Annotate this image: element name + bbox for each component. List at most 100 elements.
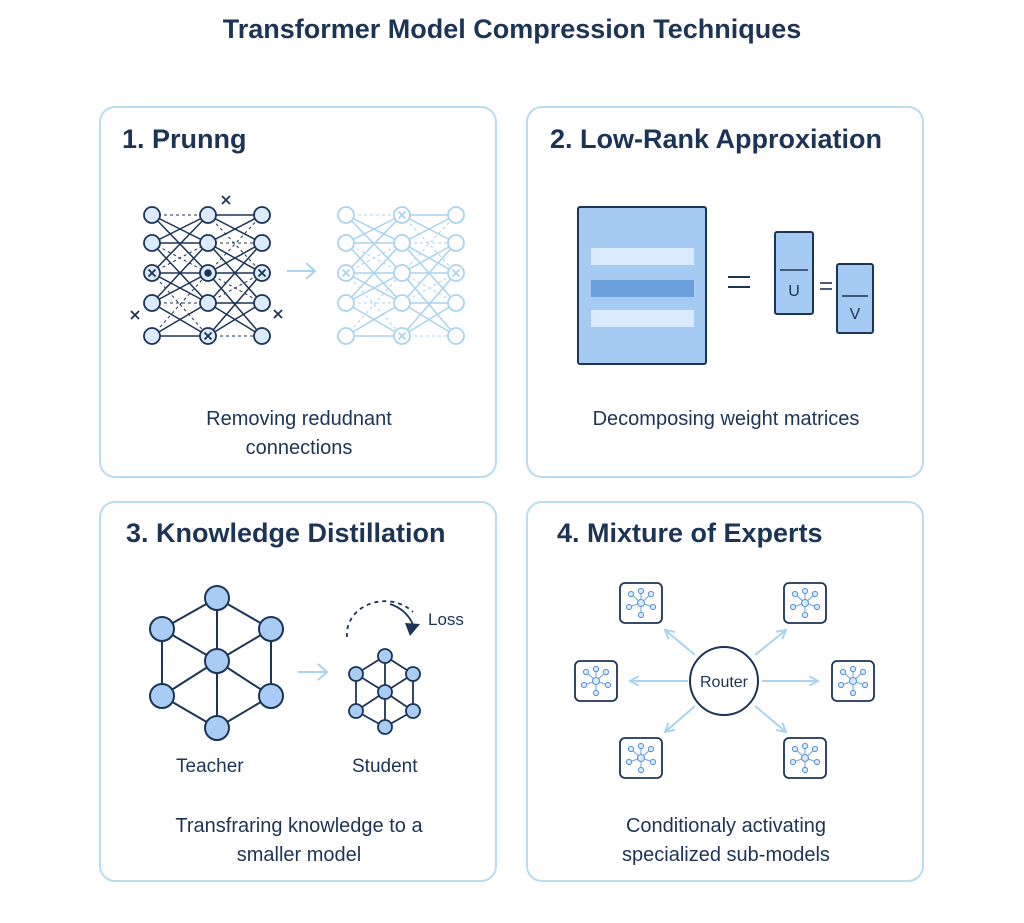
removed-connection-x-icon (221, 195, 231, 205)
expert-node (627, 590, 635, 598)
u-matrix (774, 231, 814, 315)
pruned-node-x-icon (147, 268, 157, 278)
pruned-network (337, 206, 465, 345)
expert-node (801, 587, 809, 595)
page-title: Transformer Model Compression Techniques (222, 14, 802, 44)
expert-box-icon (619, 737, 663, 779)
graph-node (405, 703, 421, 719)
network-node (447, 327, 465, 345)
network-node (199, 294, 217, 312)
network-node (253, 327, 271, 345)
network-edge (345, 242, 403, 274)
router-arrow-line (754, 629, 787, 656)
network-node (337, 327, 355, 345)
expert-node (859, 668, 867, 676)
router-arrow-line (664, 705, 696, 733)
matrix-band-bottom (591, 310, 694, 327)
network-edge (207, 272, 263, 304)
network-edge (151, 302, 209, 337)
teacher-label: Teacher (176, 756, 244, 777)
expert-node (849, 665, 857, 673)
pruned-node-x-icon (397, 331, 407, 341)
graph-node (204, 648, 230, 674)
expert-node (811, 590, 819, 598)
network-node (337, 234, 355, 252)
router-arrowhead-icon (808, 675, 821, 687)
expert-box-icon (783, 582, 827, 624)
router-arrowhead-icon (663, 628, 676, 640)
graph-node (204, 585, 230, 611)
router-arrowhead-icon (775, 628, 788, 640)
student-network (348, 648, 421, 735)
network-node (253, 234, 271, 252)
network-node (253, 294, 271, 312)
network-edge (345, 272, 403, 337)
network-edge (151, 242, 209, 274)
pruned-node-x-icon (257, 268, 267, 278)
network-edge (345, 272, 403, 304)
network-edge (345, 214, 403, 244)
expert-node (800, 598, 810, 608)
expert-boxes (574, 582, 875, 779)
router-label: Router (700, 674, 749, 691)
pruned-node-x-icon (341, 268, 351, 278)
network-edge (151, 272, 209, 304)
network-edge (207, 214, 263, 244)
distillation-caption-line-2: smaller model (236, 844, 362, 866)
pruning-title: 1. Prunng (122, 124, 247, 154)
expert-node (625, 758, 633, 766)
network-node (393, 294, 411, 312)
expert-node (649, 758, 657, 766)
expert-node (636, 598, 646, 608)
expert-node (839, 668, 847, 676)
v-matrix (836, 263, 874, 334)
expert-node (801, 742, 809, 750)
distillation-caption: Transfraring knowledge to a smaller mode… (100, 812, 498, 870)
expert-node (582, 668, 590, 676)
router-arrow-line (664, 629, 696, 656)
network-edge (401, 214, 457, 274)
router-arrows (627, 628, 821, 734)
expert-node (592, 665, 600, 673)
active-node-dot (204, 269, 212, 277)
expert-node (849, 689, 857, 697)
network-node (253, 206, 271, 224)
distill-arrow-head-icon (317, 663, 329, 681)
network-node (337, 294, 355, 312)
distillation-card (99, 501, 497, 882)
router-arrowhead-icon (775, 722, 788, 734)
network-edge (151, 214, 209, 274)
network-edge (207, 242, 263, 274)
network-edge (207, 302, 263, 337)
expert-node (580, 681, 588, 689)
lowrank-title: 2. Low-Rank Approxiation (550, 124, 883, 154)
network-edge (401, 214, 457, 244)
pruned-node-x-icon (397, 210, 407, 220)
matrix-band-middle (591, 280, 694, 297)
expert-box-icon (574, 660, 618, 702)
distillation-title: 3. Knowledge Distillation (126, 518, 446, 548)
removed-connection-x-icon (130, 310, 140, 320)
router-arrowhead-icon (627, 675, 640, 687)
network-edge (345, 302, 403, 337)
network-edge (401, 214, 457, 274)
matrix-band-top (591, 248, 694, 265)
graph-node (348, 666, 364, 682)
expert-node (636, 753, 646, 763)
expert-node (837, 681, 845, 689)
network-node (447, 294, 465, 312)
pruning-arrow-icon (287, 262, 317, 280)
expert-box-icon (783, 737, 827, 779)
expert-node (791, 590, 799, 598)
network-edge (401, 302, 457, 337)
expert-node (602, 668, 610, 676)
graph-node (258, 683, 284, 709)
network-edge (401, 242, 457, 274)
expert-node (813, 758, 821, 766)
expert-node (861, 681, 869, 689)
network-node (199, 206, 217, 224)
loss-label: Loss (428, 610, 464, 629)
